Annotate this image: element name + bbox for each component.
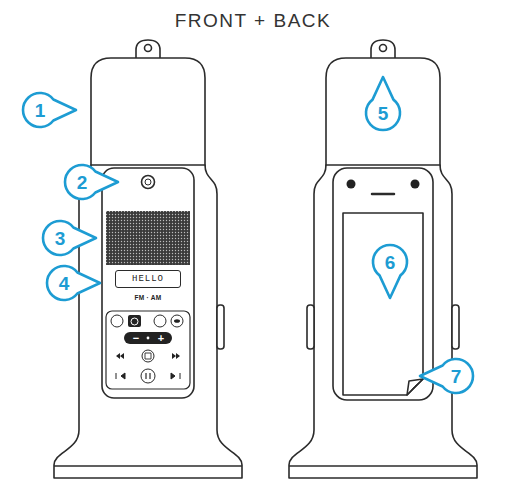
callout-marker: 2 — [42, 142, 122, 222]
callout-number: 5 — [378, 104, 389, 123]
screen-text: HELLO — [132, 275, 164, 284]
callout-number: 6 — [385, 253, 396, 272]
callout-number: 4 — [59, 274, 70, 293]
band-label: FM · AM — [134, 295, 161, 302]
callout-marker: 7 — [416, 336, 496, 416]
callout-number: 3 — [55, 229, 66, 248]
diagram-title: FRONT + BACK — [0, 10, 506, 32]
volume-sign: − — [133, 333, 140, 344]
callout-outline — [420, 359, 473, 393]
callout-number: 2 — [77, 173, 88, 192]
callout-outline — [366, 77, 400, 130]
callout-marker: 6 — [350, 222, 430, 302]
callout-outline — [373, 245, 407, 298]
callout-marker: 4 — [24, 243, 104, 323]
volume-sign: + — [158, 333, 165, 344]
callout-outline — [23, 93, 76, 127]
callout-number: 1 — [35, 101, 46, 120]
callout-marker: 1 — [0, 70, 80, 150]
callout-outline — [65, 165, 118, 199]
callout-outline — [43, 221, 96, 255]
callout-outline — [47, 266, 100, 300]
callout-marker: 5 — [343, 73, 423, 153]
display-screen: HELLO — [115, 270, 181, 288]
callout-number: 7 — [451, 367, 462, 386]
